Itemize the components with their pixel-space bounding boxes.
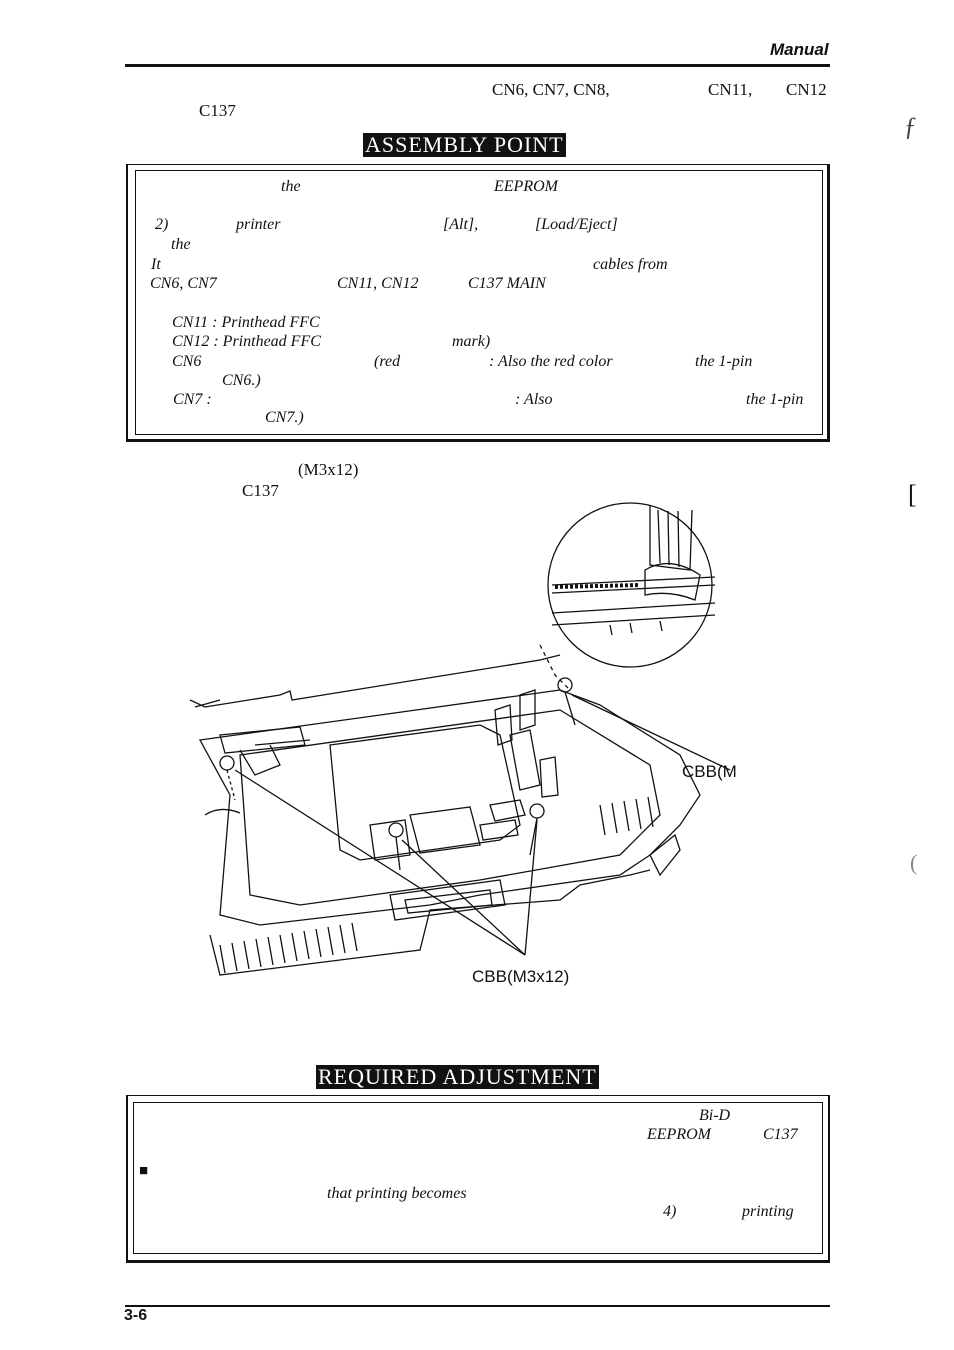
required-adjustment-inner-box [133, 1102, 823, 1254]
ap-line8-b: (red [374, 353, 401, 370]
ap-line7-a: CN12 : Printhead FFC [172, 333, 321, 350]
header-title: Manual [770, 40, 829, 59]
ap-line4-a: It [151, 256, 161, 273]
ap-line3: the [171, 236, 191, 253]
ap-line9: CN6.) [222, 372, 261, 389]
ap-line2-a: 2) [155, 216, 169, 233]
page-number: 3-6 [124, 1307, 148, 1324]
ra-line4-a: 4) [663, 1203, 677, 1220]
ap-line6: CN11 : Printhead FFC [172, 314, 320, 331]
required-adjustment-box [126, 1095, 830, 1263]
ap-line1-a: the [281, 178, 301, 195]
ra-line2-b: C137 [763, 1126, 798, 1143]
callout-top: CBB(M [682, 762, 737, 781]
margin-mark-2: [ [908, 480, 917, 509]
screw-text-line1: (M3x12) [298, 460, 359, 479]
screw-right [529, 803, 545, 819]
callout-bottom: CBB(M3x12) [472, 967, 569, 986]
screw-middle [388, 822, 404, 838]
ap-line10-c: the 1-pin [746, 391, 804, 408]
callout-leader-bottom-2 [401, 839, 526, 956]
callout-leader-bottom-3 [524, 819, 538, 956]
assembly-point-inner-box [135, 170, 823, 435]
intro-line1-c: CN12 [786, 80, 827, 99]
callout-leader-bottom-1 [234, 769, 526, 956]
ap-line8-c: : Also the red color [489, 353, 613, 370]
ra-line3: that printing becomes [327, 1185, 467, 1202]
ap-line7-b: mark) [452, 333, 491, 350]
ap-line10-b: : Also [515, 391, 553, 408]
callout-leader-top [571, 694, 731, 771]
margin-mark-3: ( [910, 850, 918, 875]
ra-line1: Bi-D [699, 1107, 731, 1124]
intro-line1-a: CN6, CN7, CN8, [492, 80, 610, 99]
screw-text-line2: C137 [242, 481, 279, 500]
ap-line2-c: [Alt], [443, 216, 479, 233]
ra-line2-a: EEPROM [647, 1126, 711, 1143]
main-board-removal-figure: CBB(M CBB(M3x12) [189, 502, 737, 986]
ap-line10-a: CN7 : [173, 391, 212, 408]
ap-line4-b: cables from [593, 256, 668, 273]
assembly-point-box [126, 164, 830, 442]
ap-line5-a: CN6, CN7 [150, 275, 217, 292]
ap-line5-c: C137 MAIN [468, 275, 546, 292]
ap-line5-b: CN11, CN12 [337, 275, 419, 292]
screw-top [557, 677, 573, 693]
ra-line4-b: printing [742, 1203, 794, 1220]
intro-line2: C137 [199, 101, 236, 120]
ap-line8-d: the 1-pin [695, 353, 753, 370]
ap-line2-d: [Load/Eject] [535, 216, 618, 233]
ra-bullet: ■ [139, 1163, 149, 1179]
footer-rule [125, 1305, 830, 1307]
ap-line8-a: CN6 [172, 353, 202, 370]
ap-line11: CN7.) [265, 409, 304, 426]
header-rule [125, 64, 830, 67]
ap-line2-b: printer [236, 216, 281, 233]
assembly-point-heading: ASSEMBLY POINT [363, 132, 566, 157]
required-adjustment-heading: REQUIRED ADJUSTMENT [316, 1064, 599, 1089]
intro-line1-b: CN11, [708, 80, 753, 99]
ap-line1-b: EEPROM [494, 178, 558, 195]
screw-left [219, 755, 235, 771]
margin-mark-1: ƒ [904, 112, 917, 141]
